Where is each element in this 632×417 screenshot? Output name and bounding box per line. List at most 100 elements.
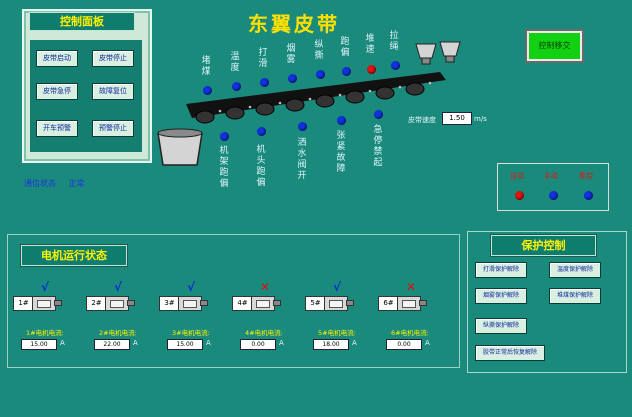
sensor-label-slip: 打滑	[258, 48, 268, 69]
page-title: 东翼皮带	[248, 12, 340, 36]
sensor-label-coal-jam: 堵煤	[201, 56, 211, 77]
fault-reset-button[interactable]: 故障复位	[92, 83, 134, 100]
motor-icon: 2#	[86, 294, 135, 313]
coal-jam-protection-release-button[interactable]: 堆煤保护解除	[549, 288, 601, 304]
pull-rope-lamp	[391, 61, 400, 70]
motor-fault-mark: ✕	[406, 280, 417, 294]
emergency-lock-lamp	[374, 110, 383, 119]
motor-shaft	[346, 300, 354, 306]
motor-current-label: 4#电机电流:	[245, 329, 283, 337]
hopper-icon	[415, 41, 461, 65]
motor-current-label: 2#电机电流:	[99, 329, 137, 337]
motor-body	[397, 296, 421, 311]
sensor-label-pull-rope: 拉绳	[389, 31, 399, 52]
motor-number: 5#	[305, 296, 326, 311]
motor-icon: 4#	[232, 294, 281, 313]
comm-status-label: 通信状态	[24, 179, 56, 188]
mode-label-central: 集控	[579, 172, 593, 180]
deviation-lamp	[342, 67, 351, 76]
control-panel-body: 皮带启动 皮带停止 皮带急停 故障复位 开车预警 预警停止	[30, 40, 142, 152]
motor-current-unit: A	[279, 339, 284, 347]
temperature-protection-release-button[interactable]: 温度保护解除	[549, 262, 601, 278]
belt-speed-value: 1.50	[442, 112, 472, 125]
manual-mode-lamp	[549, 191, 558, 200]
head-deviation-lamp	[257, 127, 266, 136]
motor-body	[178, 296, 202, 311]
motor-shaft	[419, 300, 427, 306]
motor-status-title: 电机运行状态	[21, 245, 127, 266]
motor-current-unit: A	[133, 339, 138, 347]
comm-status-value: 正常	[68, 179, 85, 188]
sensor-label-tension-fault: 张紧故障	[336, 131, 346, 174]
sensor-label-emergency-lock: 急停禁起	[373, 125, 383, 168]
speed-lamp	[367, 65, 376, 74]
motor-current-unit: A	[352, 339, 357, 347]
mode-label-auto: 自动	[510, 172, 524, 180]
belt-start-button[interactable]: 皮带启动	[36, 50, 78, 67]
motor-current-value: 15.00	[167, 339, 203, 350]
motor-ok-mark: √	[114, 280, 123, 294]
motor-current-label: 5#电机电流:	[318, 329, 356, 337]
water-valve-lamp	[298, 122, 307, 131]
motor-current-value: 15.00	[21, 339, 57, 350]
central-mode-lamp	[584, 191, 593, 200]
slip-lamp	[260, 78, 269, 87]
smoke-lamp	[288, 74, 297, 83]
motor-current-value: 18.00	[313, 339, 349, 350]
belt-recovery-release-button[interactable]: 胶带正常后恢复解除	[475, 345, 545, 361]
motor-body	[32, 296, 56, 311]
motor-shaft	[54, 300, 62, 306]
sensor-label-frame-deviation: 机架跑偏	[219, 146, 229, 189]
motor-current-value: 0.00	[386, 339, 422, 350]
temperature-lamp	[232, 82, 241, 91]
mode-label-manual: 手动	[544, 172, 558, 180]
motor-number: 3#	[159, 296, 180, 311]
bucket-icon	[157, 128, 203, 166]
belt-speed-label: 皮带速度	[408, 116, 436, 124]
conveyor-diagram	[157, 41, 461, 166]
conveyor-rollers	[195, 82, 425, 124]
motor-current-label: 3#电机电流:	[172, 329, 210, 337]
motor-current-label: 6#电机电流:	[391, 329, 429, 337]
motor-number: 6#	[378, 296, 399, 311]
protection-title: 保护控制	[491, 235, 596, 256]
motor-shaft	[273, 300, 281, 306]
auto-mode-lamp	[515, 191, 524, 200]
smoke-protection-release-button[interactable]: 烟雾保护解除	[475, 288, 527, 304]
sensor-label-water-valve: 洒水阀开	[297, 138, 307, 181]
tear-protection-release-button[interactable]: 纵撕保护解除	[475, 318, 527, 334]
motor-number: 1#	[13, 296, 34, 311]
motor-ok-mark: √	[41, 280, 50, 294]
frame-deviation-lamp	[220, 132, 229, 141]
start-warning-button[interactable]: 开车预警	[36, 120, 78, 137]
motor-current-value: 0.00	[240, 339, 276, 350]
motor-body	[105, 296, 129, 311]
sensor-label-speed: 堆速	[365, 34, 375, 55]
belt-stop-button[interactable]: 皮带停止	[92, 50, 134, 67]
motor-body	[324, 296, 348, 311]
motor-body	[251, 296, 275, 311]
motor-number: 4#	[232, 296, 253, 311]
control-transfer-button[interactable]: 控制移交	[527, 31, 582, 61]
motor-ok-mark: √	[187, 280, 196, 294]
slip-protection-release-button[interactable]: 打滑保护解除	[475, 262, 527, 278]
motor-icon: 1#	[13, 294, 62, 313]
motor-shaft	[127, 300, 135, 306]
motor-icon: 6#	[378, 294, 427, 313]
warning-stop-button[interactable]: 预警停止	[92, 120, 134, 137]
coal-jam-lamp	[203, 86, 212, 95]
motor-current-value: 22.00	[94, 339, 130, 350]
tension-fault-lamp	[337, 116, 346, 125]
sensor-label-tear: 纵撕	[314, 40, 324, 61]
motor-current-label: 1#电机电流:	[26, 329, 64, 337]
motor-status-panel	[7, 234, 460, 368]
motor-shaft	[200, 300, 208, 306]
sensor-label-temperature: 温度	[230, 52, 240, 73]
motor-current-unit: A	[206, 339, 211, 347]
protection-panel	[467, 231, 627, 373]
mode-indicator-panel: 自动 手动 集控	[497, 163, 609, 211]
sensor-label-smoke: 烟雾	[286, 44, 296, 65]
comm-status: 通信状态 正常	[24, 178, 85, 189]
belt-emergency-stop-button[interactable]: 皮带急停	[36, 83, 78, 100]
sensor-label-head-deviation: 机头跑偏	[256, 145, 266, 188]
